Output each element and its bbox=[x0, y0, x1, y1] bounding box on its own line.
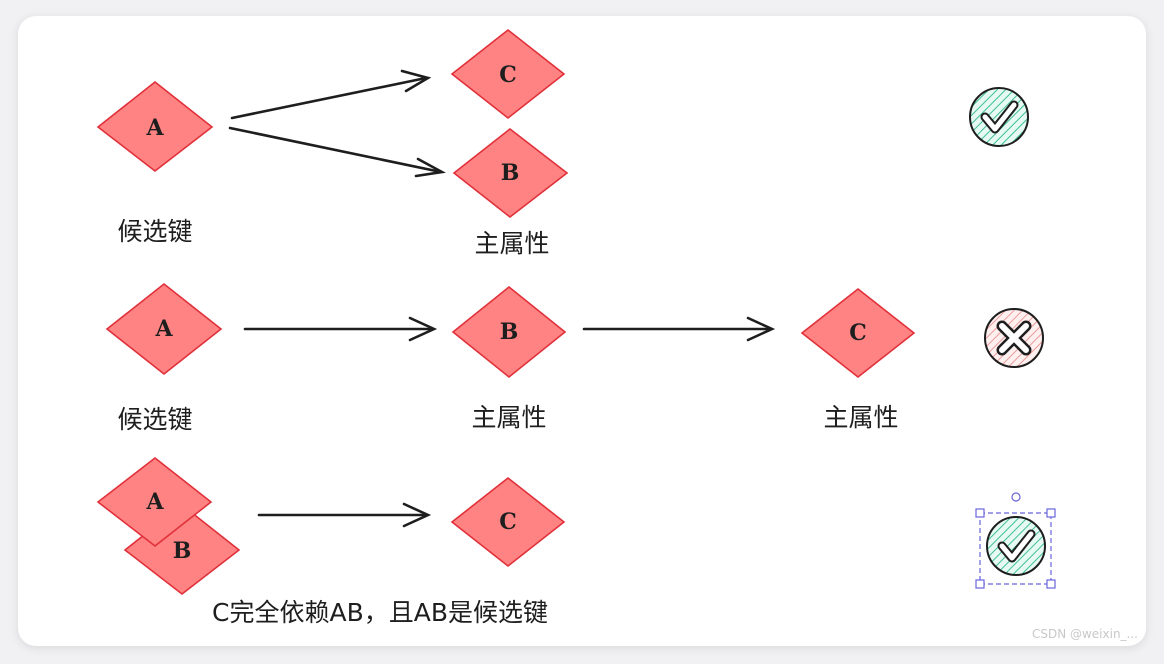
arrow[interactable] bbox=[228, 126, 443, 174]
arrowhead bbox=[408, 316, 438, 342]
cross-circle-icon[interactable] bbox=[984, 308, 1044, 368]
canvas-card: A 候选键 C B 主属性 A 候选键 bbox=[18, 16, 1146, 646]
node-letter: A bbox=[145, 115, 164, 141]
node-b[interactable]: B bbox=[452, 127, 569, 219]
node-caption: 候选键 bbox=[117, 217, 192, 246]
check-circle-icon[interactable] bbox=[969, 87, 1029, 147]
arrowhead bbox=[414, 157, 447, 178]
node-caption: 主属性 bbox=[474, 229, 549, 258]
node-letter: A bbox=[145, 489, 164, 515]
watermark: CSDN @weixin_... bbox=[1032, 627, 1138, 641]
node-a[interactable]: A bbox=[96, 80, 214, 173]
row-2: A 候选键 B 主属性 C 主属性 bbox=[105, 282, 1044, 434]
node-caption: 候选键 bbox=[117, 405, 192, 434]
node-letter: C bbox=[849, 320, 867, 346]
rotate-handle[interactable] bbox=[1011, 492, 1021, 502]
node-caption: 主属性 bbox=[471, 403, 546, 432]
node-letter: B bbox=[500, 319, 519, 345]
node-b[interactable]: B bbox=[451, 285, 567, 379]
node-c[interactable]: C bbox=[450, 28, 566, 120]
check-circle-icon[interactable] bbox=[986, 516, 1046, 576]
node-c[interactable]: C bbox=[450, 476, 566, 568]
row-caption: C完全依赖AB，且AB是候选键 bbox=[212, 598, 548, 627]
node-letter: B bbox=[501, 160, 520, 186]
node-letter: C bbox=[499, 62, 517, 88]
arrow[interactable] bbox=[230, 76, 428, 120]
resize-handle[interactable] bbox=[1046, 508, 1056, 518]
node-c[interactable]: C bbox=[800, 287, 916, 379]
arrowhead bbox=[746, 316, 776, 342]
node-a[interactable]: A bbox=[96, 456, 213, 548]
diagram-canvas[interactable]: A 候选键 C B 主属性 A 候选键 bbox=[18, 16, 1146, 646]
node-letter: C bbox=[499, 509, 517, 535]
resize-handle[interactable] bbox=[975, 508, 985, 518]
row-3: B A C C完全依赖AB，且AB是候选键 bbox=[96, 456, 1056, 627]
node-a[interactable]: A bbox=[105, 282, 223, 376]
resize-handle[interactable] bbox=[1046, 579, 1056, 589]
node-letter: A bbox=[154, 316, 173, 342]
row-1: A 候选键 C B 主属性 bbox=[96, 28, 1029, 258]
resize-handle[interactable] bbox=[975, 579, 985, 589]
selection-box[interactable] bbox=[975, 492, 1056, 589]
arrowhead bbox=[400, 69, 432, 93]
arrowhead bbox=[402, 502, 432, 528]
node-letter: B bbox=[173, 538, 192, 564]
node-caption: 主属性 bbox=[823, 403, 898, 432]
